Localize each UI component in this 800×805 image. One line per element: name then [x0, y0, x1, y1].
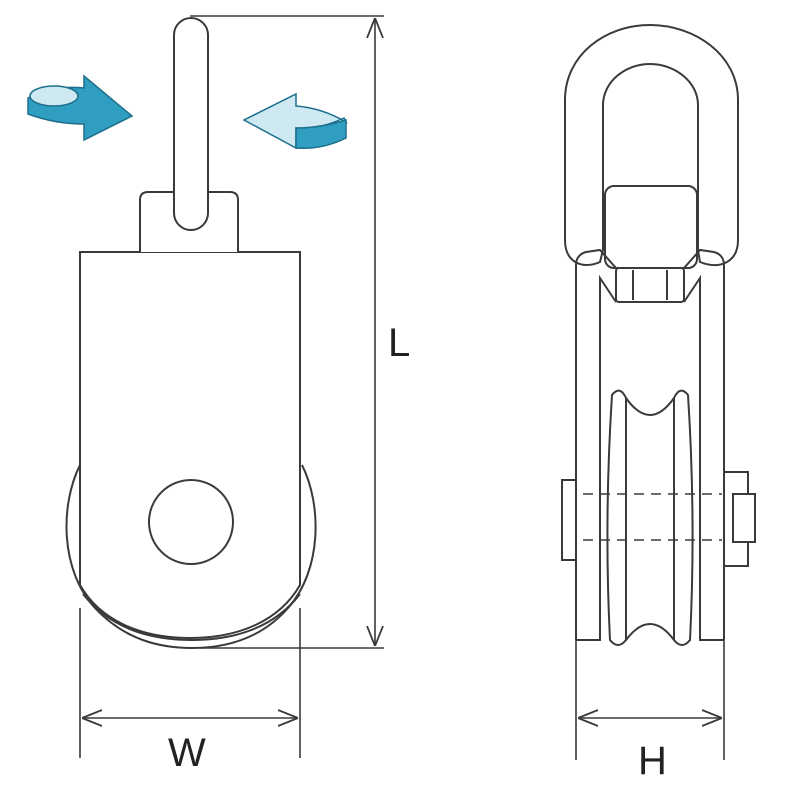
front-body-plate [79, 251, 301, 640]
rotation-arrow-left-icon [242, 92, 348, 150]
front-swivel-eye [173, 17, 209, 231]
front-view [65, 17, 317, 650]
side-sheave-right [673, 389, 694, 646]
side-view [561, 23, 756, 646]
height-label: H [638, 739, 667, 783]
side-frame-left-inner [576, 274, 617, 641]
side-axle-pin [732, 493, 756, 543]
width-dimension [79, 608, 301, 758]
side-axle-head [561, 479, 577, 561]
width-label: W [168, 731, 206, 775]
length-dimension [190, 15, 384, 649]
height-dimension [575, 640, 725, 760]
rotation-arrow-right-icon [27, 74, 134, 142]
side-sheave-groove [625, 397, 675, 641]
side-sheave-left [606, 389, 627, 646]
front-sheave-inner-rim [82, 593, 301, 642]
front-axle-bolt [148, 479, 234, 565]
side-swivel-block [604, 185, 698, 269]
side-swivel-nut [615, 267, 685, 303]
front-sheave-wheel [65, 464, 317, 650]
length-label: L [388, 321, 410, 365]
side-frame-right-inner [683, 274, 724, 641]
side-swivel-shackle [564, 23, 739, 267]
side-frame-outer [575, 248, 725, 640]
